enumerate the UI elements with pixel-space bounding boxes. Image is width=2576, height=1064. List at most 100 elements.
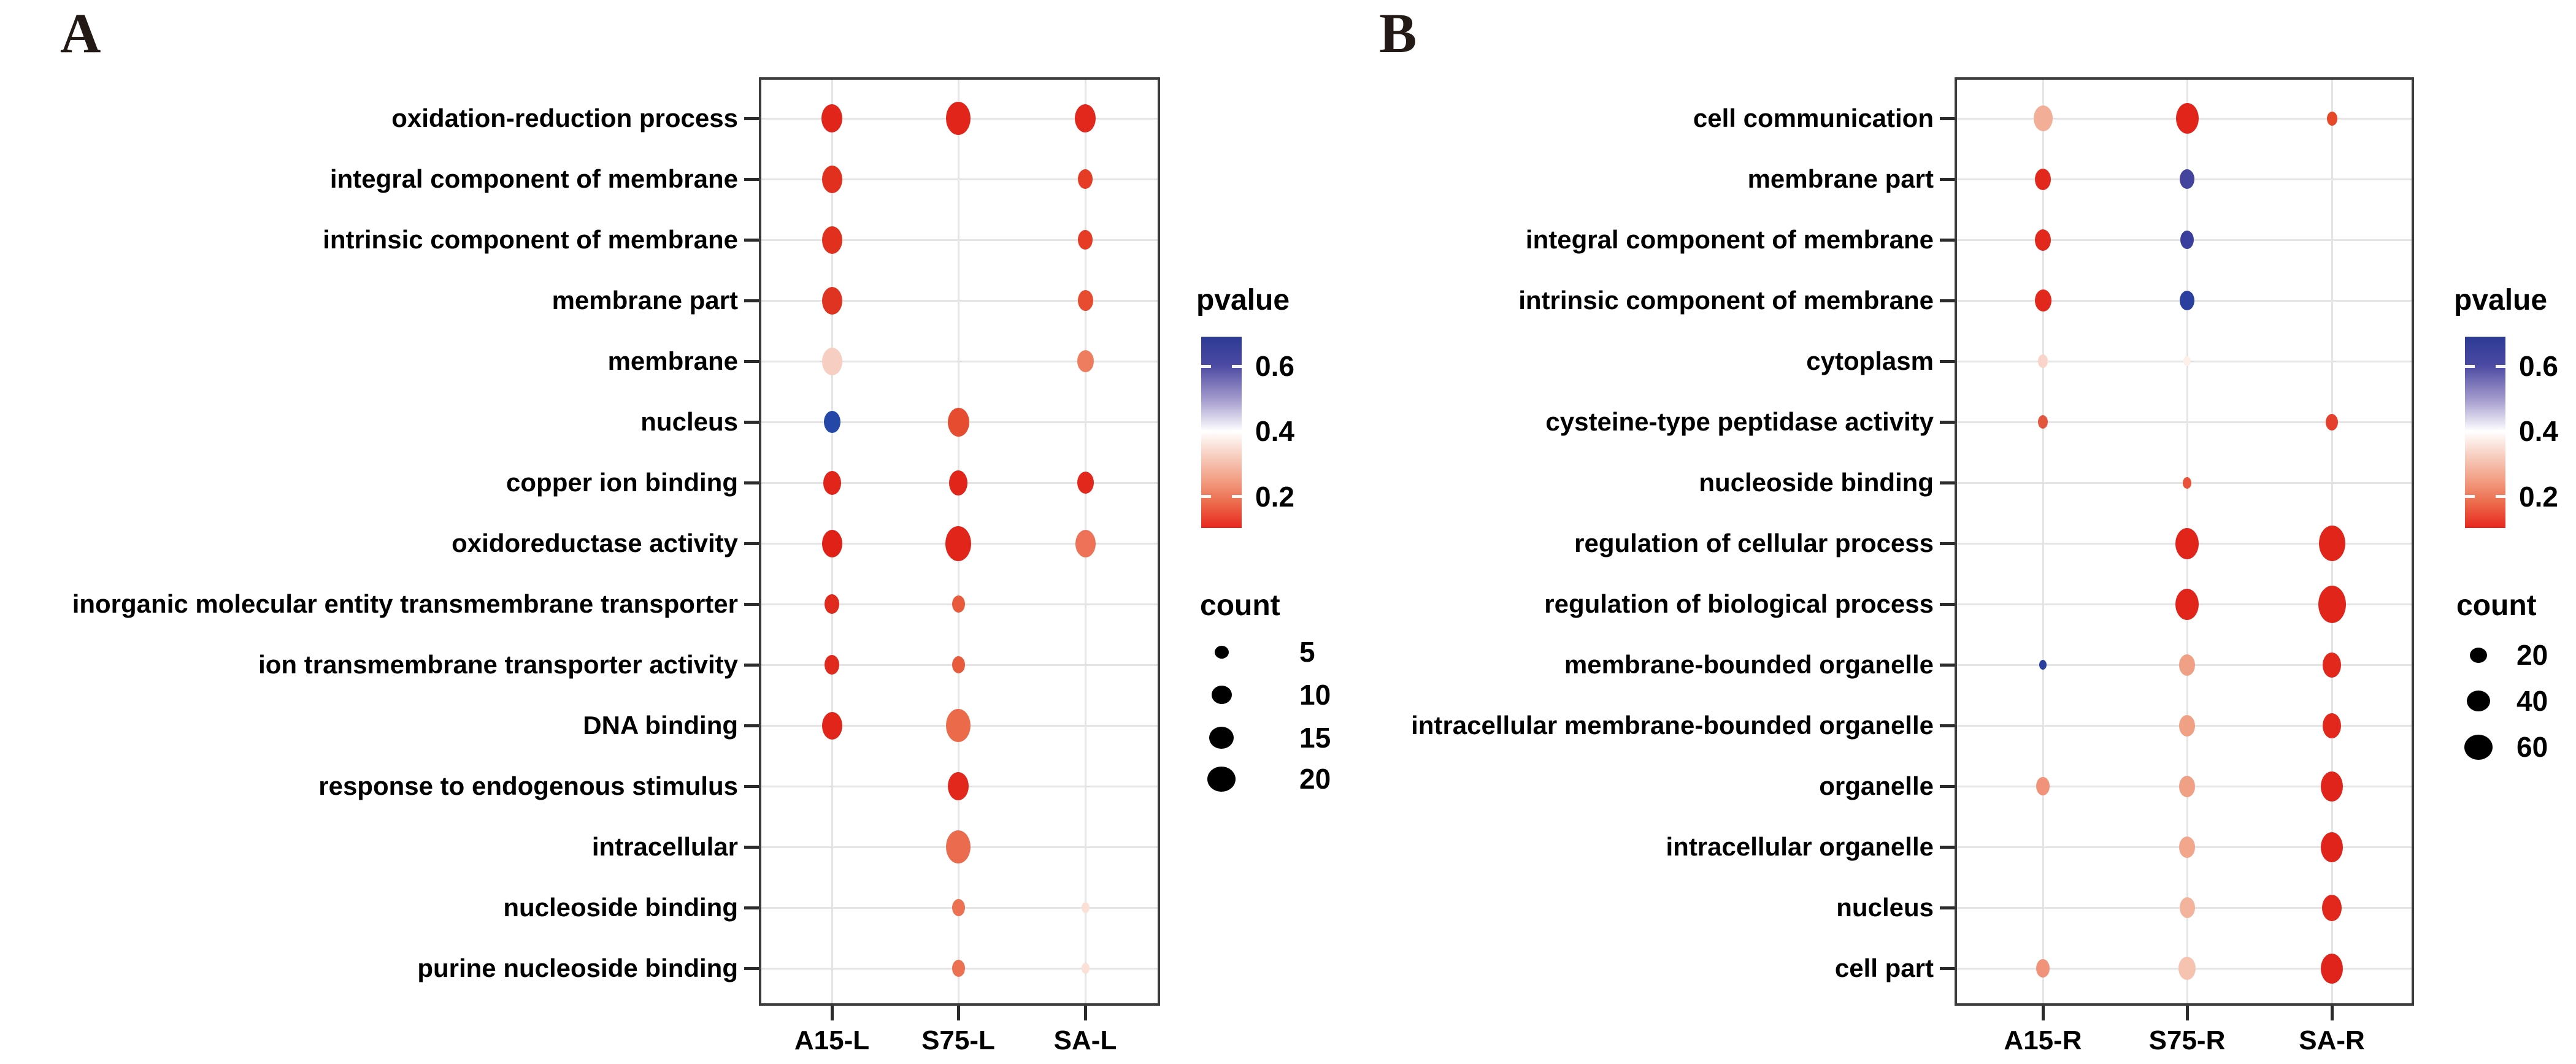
count-legend-label: 15 — [1299, 722, 1331, 754]
pvalue-tick-label: 0.4 — [1255, 415, 1294, 448]
x-axis-tick — [956, 1006, 960, 1020]
data-dot — [2036, 777, 2050, 795]
data-dot — [821, 226, 842, 254]
y-axis-tick — [1940, 117, 1955, 120]
data-dot — [2323, 713, 2341, 738]
data-dot — [945, 526, 971, 561]
colorbar-tick-dash — [1232, 495, 1242, 499]
data-dot — [2180, 231, 2194, 249]
y-axis-label: oxidation-reduction process — [391, 104, 738, 132]
y-axis-tick — [744, 663, 759, 667]
count-legend-dot — [1214, 645, 1229, 659]
data-dot — [2323, 652, 2341, 678]
y-axis-tick — [744, 602, 759, 606]
data-dot — [823, 470, 841, 495]
y-axis-tick — [1940, 966, 1955, 970]
y-axis-tick — [1940, 238, 1955, 242]
colorbar-tick-dash — [2465, 429, 2475, 433]
y-axis-tick — [744, 542, 759, 545]
count-legend-label: 10 — [1299, 679, 1331, 711]
data-dot — [1078, 169, 1093, 189]
y-axis-label: integral component of membrane — [329, 164, 738, 193]
data-dot — [952, 656, 965, 673]
y-axis-tick — [744, 724, 759, 727]
y-axis-tick — [1940, 481, 1955, 484]
y-axis-label: copper ion binding — [506, 468, 738, 497]
y-axis-tick — [1940, 602, 1955, 606]
data-dot — [821, 711, 842, 740]
data-dot — [825, 594, 839, 614]
y-axis-label: membrane-bounded organelle — [1564, 650, 1934, 679]
x-axis-tick — [1083, 1006, 1087, 1020]
x-axis-label: S75-L — [921, 1025, 995, 1055]
y-axis-tick — [1940, 420, 1955, 424]
count-legend-label: 5 — [1299, 636, 1315, 668]
pvalue-tick-label: 0.6 — [2519, 350, 2558, 383]
count-legend-dot — [2467, 691, 2490, 711]
y-axis-label: intracellular — [591, 832, 738, 861]
y-axis-tick — [744, 906, 759, 909]
data-dot — [947, 407, 969, 437]
data-dot — [2183, 356, 2191, 366]
data-dot — [2321, 771, 2343, 802]
colorbar-tick-dash — [2496, 429, 2505, 433]
data-dot — [2035, 168, 2051, 190]
data-dot — [1081, 902, 1090, 913]
pvalue-tick-label: 0.2 — [1255, 480, 1294, 513]
grid-line-horizontal — [761, 239, 1158, 241]
data-dot — [952, 960, 965, 977]
colorbar-tick-dash — [1201, 429, 1211, 433]
data-dot — [946, 102, 971, 135]
data-dot — [2175, 527, 2199, 559]
y-axis-tick — [744, 299, 759, 302]
data-dot — [1075, 529, 1096, 557]
y-axis-label: cytoplasm — [1806, 346, 1934, 375]
y-axis-tick — [1940, 359, 1955, 363]
x-axis-label: SA-L — [1053, 1025, 1117, 1055]
data-dot — [823, 411, 840, 433]
panel-letter: A — [60, 2, 101, 64]
count-legend-dot — [1207, 766, 1236, 792]
data-dot — [2326, 413, 2338, 431]
data-dot — [1081, 963, 1090, 974]
y-axis-label: intracellular membrane-bounded organelle — [1411, 711, 1934, 740]
data-dot — [952, 595, 965, 613]
colorbar-tick-dash — [2496, 364, 2505, 368]
data-dot — [2178, 957, 2196, 980]
y-axis-label: cell part — [1834, 954, 1934, 982]
data-dot — [2183, 477, 2191, 489]
data-dot — [2038, 415, 2048, 429]
y-axis-label: cysteine-type peptidase activity — [1545, 407, 1934, 436]
data-dot — [2179, 714, 2195, 737]
data-dot — [821, 165, 842, 193]
y-axis-label: intrinsic component of membrane — [1518, 286, 1934, 315]
data-dot — [821, 347, 842, 375]
data-dot — [1077, 472, 1094, 494]
count-legend-dot — [1211, 686, 1232, 704]
data-dot — [2175, 103, 2199, 134]
data-dot — [1077, 290, 1093, 311]
data-dot — [821, 104, 842, 132]
y-axis-label: membrane part — [1747, 164, 1934, 193]
data-dot — [949, 470, 967, 496]
x-axis-tick — [2185, 1006, 2189, 1020]
data-dot — [2039, 660, 2047, 670]
colorbar-tick-dash — [1201, 495, 1211, 499]
data-dot — [821, 286, 842, 315]
colorbar-tick-dash — [1201, 364, 1211, 368]
y-axis-label: nucleus — [1836, 893, 1934, 922]
data-dot — [2034, 289, 2051, 312]
y-axis-tick — [744, 117, 759, 120]
y-axis-label: nucleus — [640, 407, 738, 436]
grid-line-horizontal — [761, 178, 1158, 180]
data-dot — [2322, 894, 2342, 921]
y-axis-label: DNA binding — [583, 711, 738, 740]
data-dot — [948, 772, 969, 800]
colorbar-tick-dash — [1232, 364, 1242, 368]
y-axis-label: nucleoside binding — [1699, 468, 1934, 497]
grid-line-horizontal — [1957, 421, 2412, 423]
y-axis-tick — [1940, 542, 1955, 545]
grid-line-horizontal — [761, 299, 1158, 302]
data-dot — [2035, 229, 2051, 251]
